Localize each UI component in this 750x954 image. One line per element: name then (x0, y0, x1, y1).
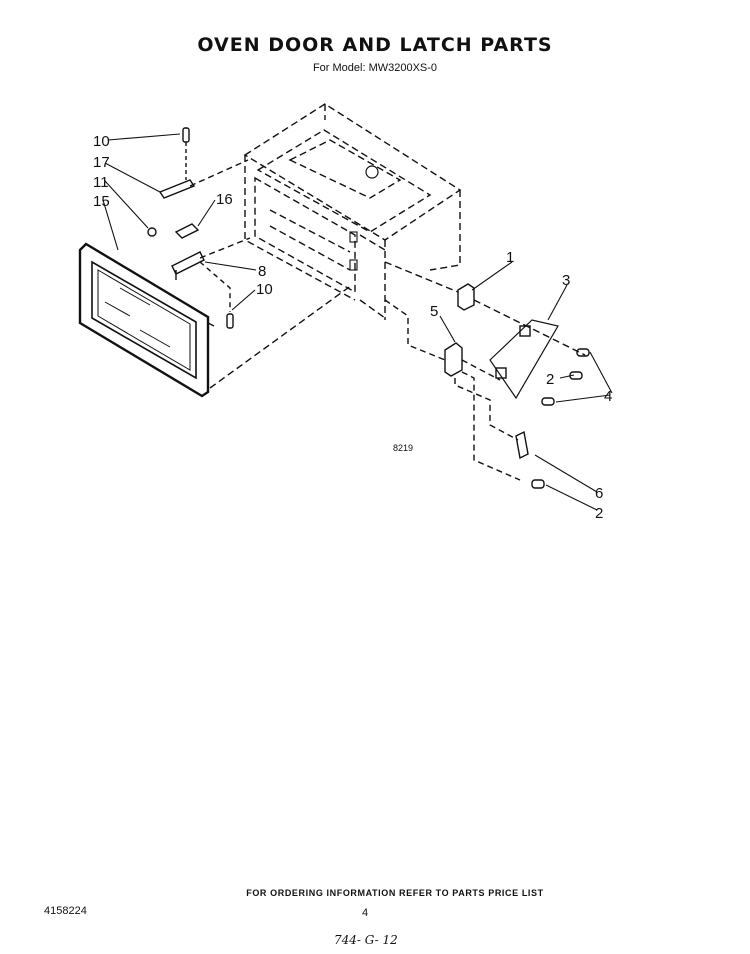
callout-3: 3 (562, 272, 570, 289)
switch-block-lower (495, 367, 507, 379)
figure-code: 8219 (393, 443, 413, 453)
switch-block-upper (519, 325, 531, 337)
screw-part-10 (182, 127, 190, 143)
model-subtitle: For Model: MW3200XS-0 (312, 62, 438, 74)
screw-part-4-upper (576, 348, 590, 357)
callout-15: 15 (93, 193, 110, 210)
handwritten-note: 744- G- 12 (334, 933, 398, 947)
callout-1: 1 (506, 249, 514, 266)
callout-11: 11 (93, 174, 109, 191)
oven-turntable-hub (365, 165, 379, 179)
callout-16: 16 (216, 191, 233, 208)
screw-part-10-lower (226, 313, 234, 329)
callout-2-middle: 2 (546, 371, 554, 388)
callout-10-top: 10 (93, 133, 110, 150)
door-panel-part-15 (78, 242, 210, 398)
oven-interlock-slot (349, 231, 358, 243)
hinge-bracket-part-8 (171, 251, 205, 275)
callout-5: 5 (430, 303, 438, 320)
switch-bracket-part-3 (489, 319, 559, 400)
oven-cavity-outline (243, 103, 462, 320)
callout-10-lower: 10 (256, 281, 273, 298)
callout-4: 4 (604, 388, 612, 405)
callout-17: 17 (93, 154, 110, 171)
document-number: 4158224 (44, 905, 87, 917)
page-number: 4 (362, 907, 369, 919)
block-part-16 (174, 223, 200, 239)
callout-8: 8 (258, 263, 266, 280)
hinge-plate-part-17 (158, 179, 196, 199)
washer-part-11 (147, 227, 157, 237)
oven-interlock-slot (349, 259, 358, 271)
actuator-part-6 (515, 430, 529, 460)
latch-part-5 (444, 342, 463, 377)
callout-2-lower: 2 (595, 505, 603, 522)
ordering-note: FOR ORDERING INFORMATION REFER TO PARTS … (246, 888, 544, 898)
screw-part-2-lower (531, 479, 545, 489)
screw-part-4-lower (541, 397, 555, 406)
callout-6: 6 (595, 485, 603, 502)
page-title: OVEN DOOR AND LATCH PARTS (197, 34, 553, 56)
latch-part-1 (457, 283, 475, 311)
